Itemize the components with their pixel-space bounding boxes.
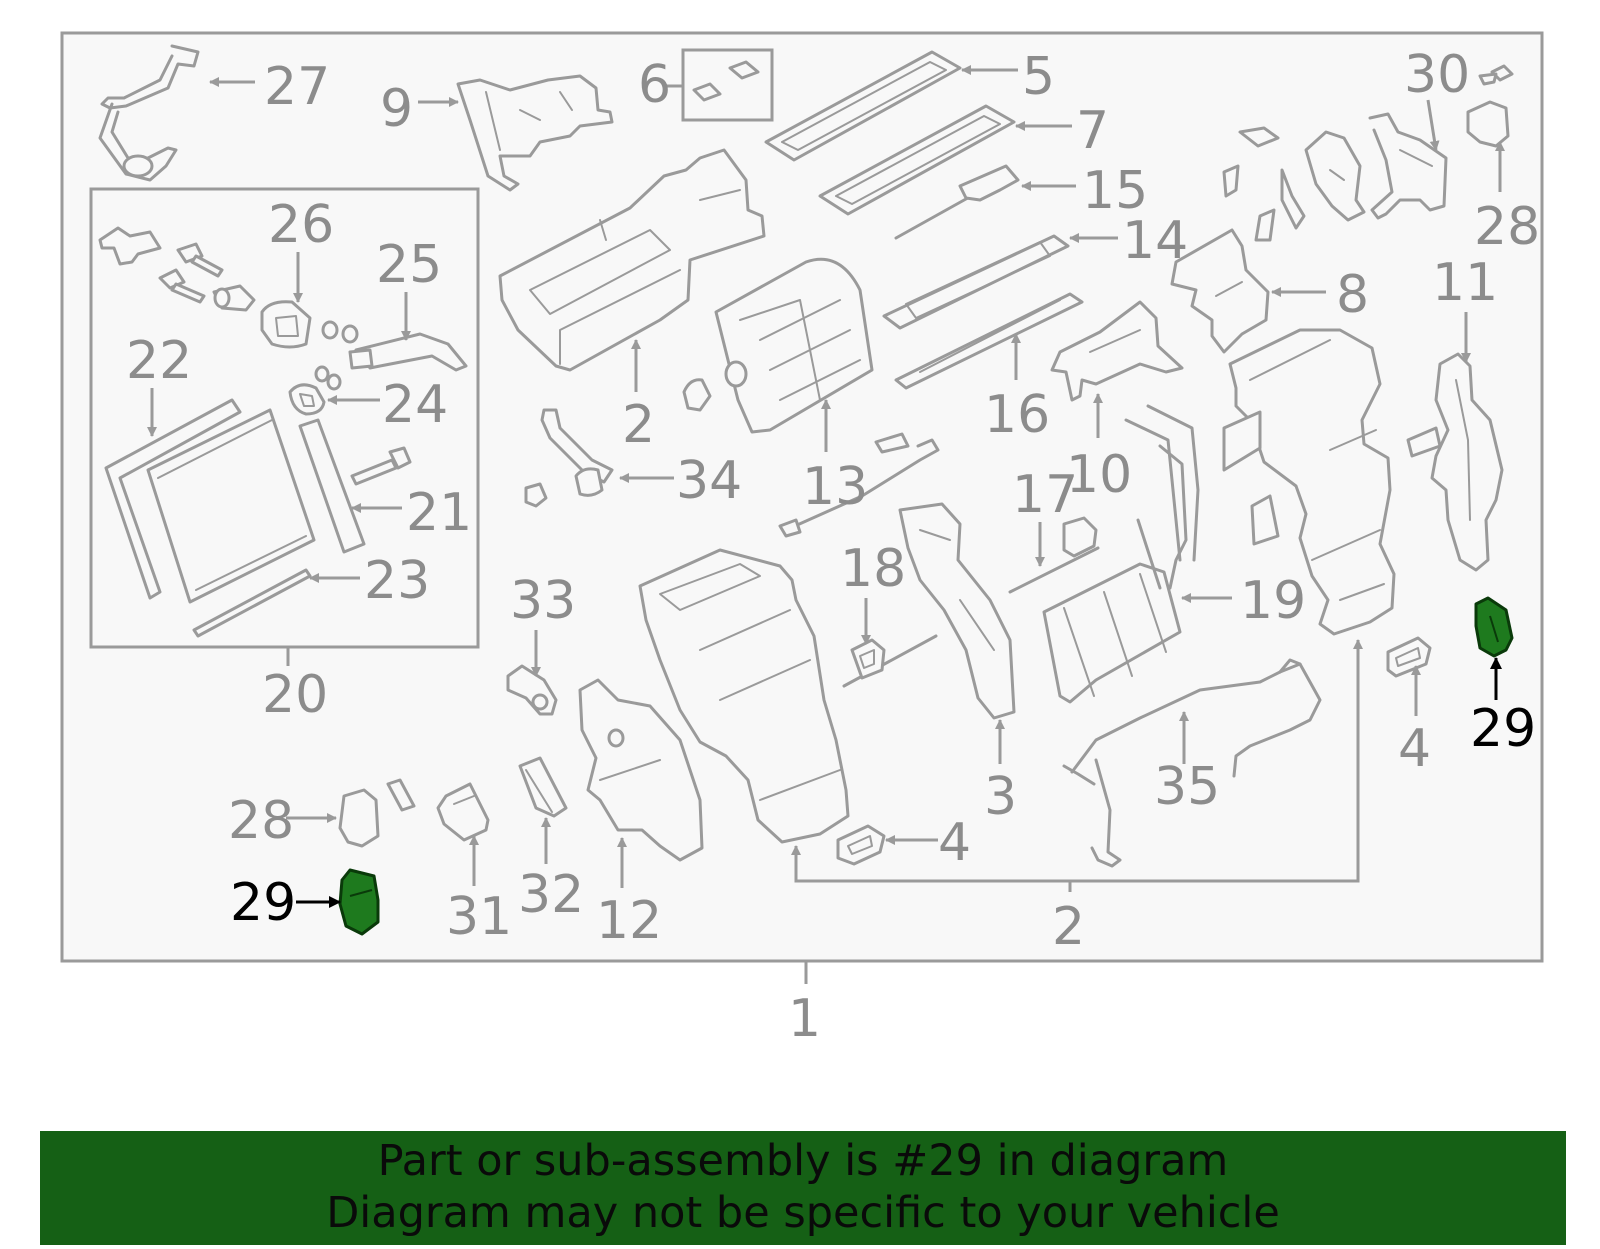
- label-31: 31: [446, 887, 512, 947]
- label-16: 16: [984, 385, 1050, 445]
- part-14-duct: [882, 234, 1070, 330]
- label-1: 1: [788, 989, 821, 1049]
- label-20: 20: [262, 665, 328, 725]
- part-6-clips: [692, 60, 760, 102]
- label-34: 34: [676, 451, 742, 511]
- label-28-top: 28: [1474, 197, 1540, 257]
- label-3: 3: [984, 767, 1017, 827]
- part-22-evaporator-frame: [104, 398, 242, 600]
- part-26-block-fitting: [212, 284, 312, 349]
- part-2-lower-housing: [638, 548, 850, 844]
- label-13: 13: [802, 457, 868, 517]
- label-9: 9: [380, 79, 413, 139]
- part-10-duct: [1050, 300, 1184, 402]
- part-9-duct: [456, 74, 614, 192]
- label-18: 18: [840, 539, 906, 599]
- part-19-tubes: [1124, 404, 1200, 562]
- part-7-filter: [818, 104, 1016, 216]
- part-17-bracket: [1008, 516, 1100, 594]
- part-25-expansion-valve: [321, 320, 468, 372]
- label-4-right: 4: [1398, 719, 1431, 779]
- part-fittings-bolts: [98, 226, 224, 304]
- label-33: 33: [510, 571, 576, 631]
- info-banner: Part or sub-assembly is #29 in diagram D…: [40, 1131, 1566, 1245]
- label-17: 17: [1012, 465, 1078, 525]
- part-30-bracket: [1368, 112, 1448, 220]
- part-2-upper-housing: [498, 148, 766, 372]
- part-33-sensor: [506, 664, 558, 716]
- label-21: 21: [406, 483, 472, 543]
- banner-line-2: Diagram may not be specific to your vehi…: [326, 1188, 1280, 1238]
- label-6: 6: [638, 55, 671, 115]
- label-24: 24: [382, 375, 448, 435]
- part-29-left-highlight[interactable]: [338, 868, 380, 936]
- part-27-pipe: [98, 44, 200, 182]
- label-11: 11: [1432, 253, 1498, 313]
- label-4-lower: 4: [938, 813, 971, 873]
- clip-kit-box: [681, 48, 774, 122]
- part-16-duct: [894, 292, 1084, 390]
- part-13-cable: [778, 432, 940, 538]
- part-35-harness: [1062, 658, 1322, 868]
- part-21-bolt: [350, 446, 412, 486]
- part-24-gasket: [288, 365, 342, 416]
- part-13-blower: [714, 257, 874, 434]
- part-19-heater-core: [1042, 444, 1188, 704]
- part-4-lower-grommet: [836, 824, 886, 866]
- label-32: 32: [518, 865, 584, 925]
- label-29-right[interactable]: 29: [1470, 699, 1536, 759]
- part-28-bottom-switch: [338, 778, 416, 848]
- part-15-rod: [894, 164, 1020, 240]
- part-evaporator-core: [146, 408, 316, 604]
- label-30: 30: [1404, 45, 1470, 105]
- label-12: 12: [596, 891, 662, 951]
- part-28-top-switch: [1466, 64, 1514, 148]
- part-29-right-highlight[interactable]: [1474, 596, 1514, 658]
- label-2-lower: 2: [1052, 897, 1085, 957]
- label-7: 7: [1076, 101, 1109, 161]
- label-23: 23: [364, 551, 430, 611]
- part-34-actuator-rod: [524, 408, 614, 508]
- part-8-bracket: [1170, 228, 1270, 354]
- evaporator-subassembly-box: [89, 187, 480, 649]
- label-10: 10: [1066, 445, 1132, 505]
- label-19: 19: [1240, 571, 1306, 631]
- part-small-brackets: [1222, 126, 1366, 242]
- label-5: 5: [1022, 47, 1055, 107]
- label-22: 22: [126, 331, 192, 391]
- part-13-motor-knob: [682, 378, 712, 412]
- label-25: 25: [376, 235, 442, 295]
- label-14: 14: [1122, 211, 1188, 271]
- label-8: 8: [1336, 265, 1369, 325]
- label-15: 15: [1082, 161, 1148, 221]
- part-2-right-housing: [1222, 328, 1396, 636]
- part-32-sensor: [518, 756, 568, 818]
- label-26: 26: [268, 195, 334, 255]
- label-2-upper: 2: [622, 395, 655, 455]
- label-27: 27: [264, 57, 330, 117]
- part-21-seal: [298, 418, 366, 554]
- part-5-filter: [764, 50, 962, 162]
- part-3-duct: [898, 502, 1016, 720]
- label-28-bottom: 28: [228, 791, 294, 851]
- part-12-bracket: [578, 678, 704, 862]
- banner-line-1: Part or sub-assembly is #29 in diagram: [377, 1136, 1229, 1186]
- label-29-left[interactable]: 29: [230, 873, 296, 933]
- part-11-duct: [1406, 352, 1504, 572]
- label-35: 35: [1154, 757, 1220, 817]
